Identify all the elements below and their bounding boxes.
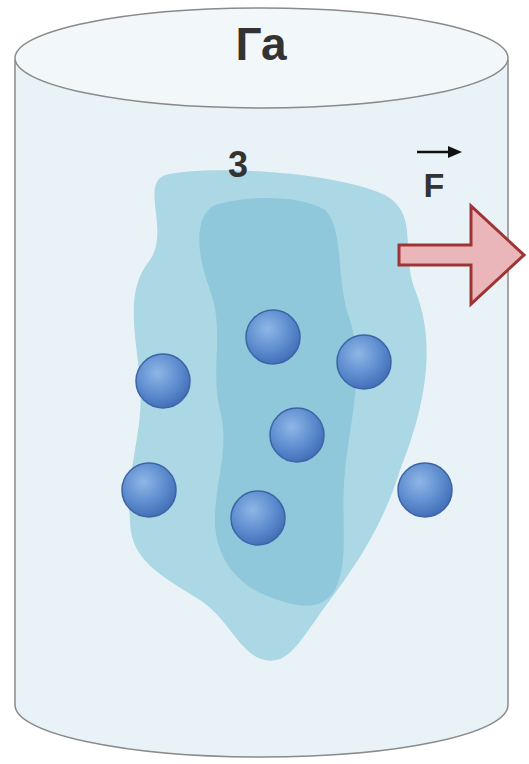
force-label: F: [424, 168, 445, 202]
particle: [231, 491, 285, 545]
cylinder-top: [15, 8, 508, 108]
particle: [246, 310, 300, 364]
inner-region: [199, 198, 356, 606]
particles: [122, 310, 452, 545]
vessel-label: Га: [235, 21, 286, 67]
cylinder-wall: [15, 60, 508, 757]
outer-region: [129, 170, 426, 660]
particle: [337, 335, 391, 389]
particle: [136, 354, 190, 408]
force-arrow: [399, 206, 524, 304]
particle: [270, 408, 324, 462]
particle: [398, 463, 452, 517]
vector-mark: [417, 146, 462, 158]
particle: [122, 463, 176, 517]
callout-number: 3: [228, 147, 248, 183]
